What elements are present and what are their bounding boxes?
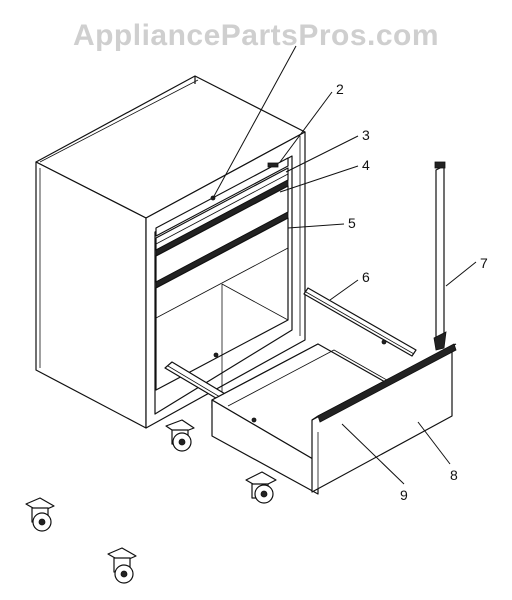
callout-4: 4 [362,157,370,173]
drawer [164,287,457,495]
callout-3: 3 [362,127,370,143]
callout-9: 9 [400,487,408,503]
lock-bar [433,161,447,351]
watermark: AppliancePartsPros.com [72,19,440,52]
callout-5: 5 [348,215,356,231]
callout-labels: 2 3 4 5 6 7 8 9 [336,81,488,503]
caster-wheel-icon [25,497,55,532]
callout-8: 8 [450,467,458,483]
cabinet-drawer-rails [155,157,289,392]
caster-wheel-icon [107,547,137,584]
caster-wheel-icon [245,471,277,504]
callout-7: 7 [480,255,488,271]
caster-wheel-icon [165,419,195,452]
callout-6: 6 [362,269,370,285]
callout-2: 2 [336,81,344,97]
leader-lines [212,45,477,485]
